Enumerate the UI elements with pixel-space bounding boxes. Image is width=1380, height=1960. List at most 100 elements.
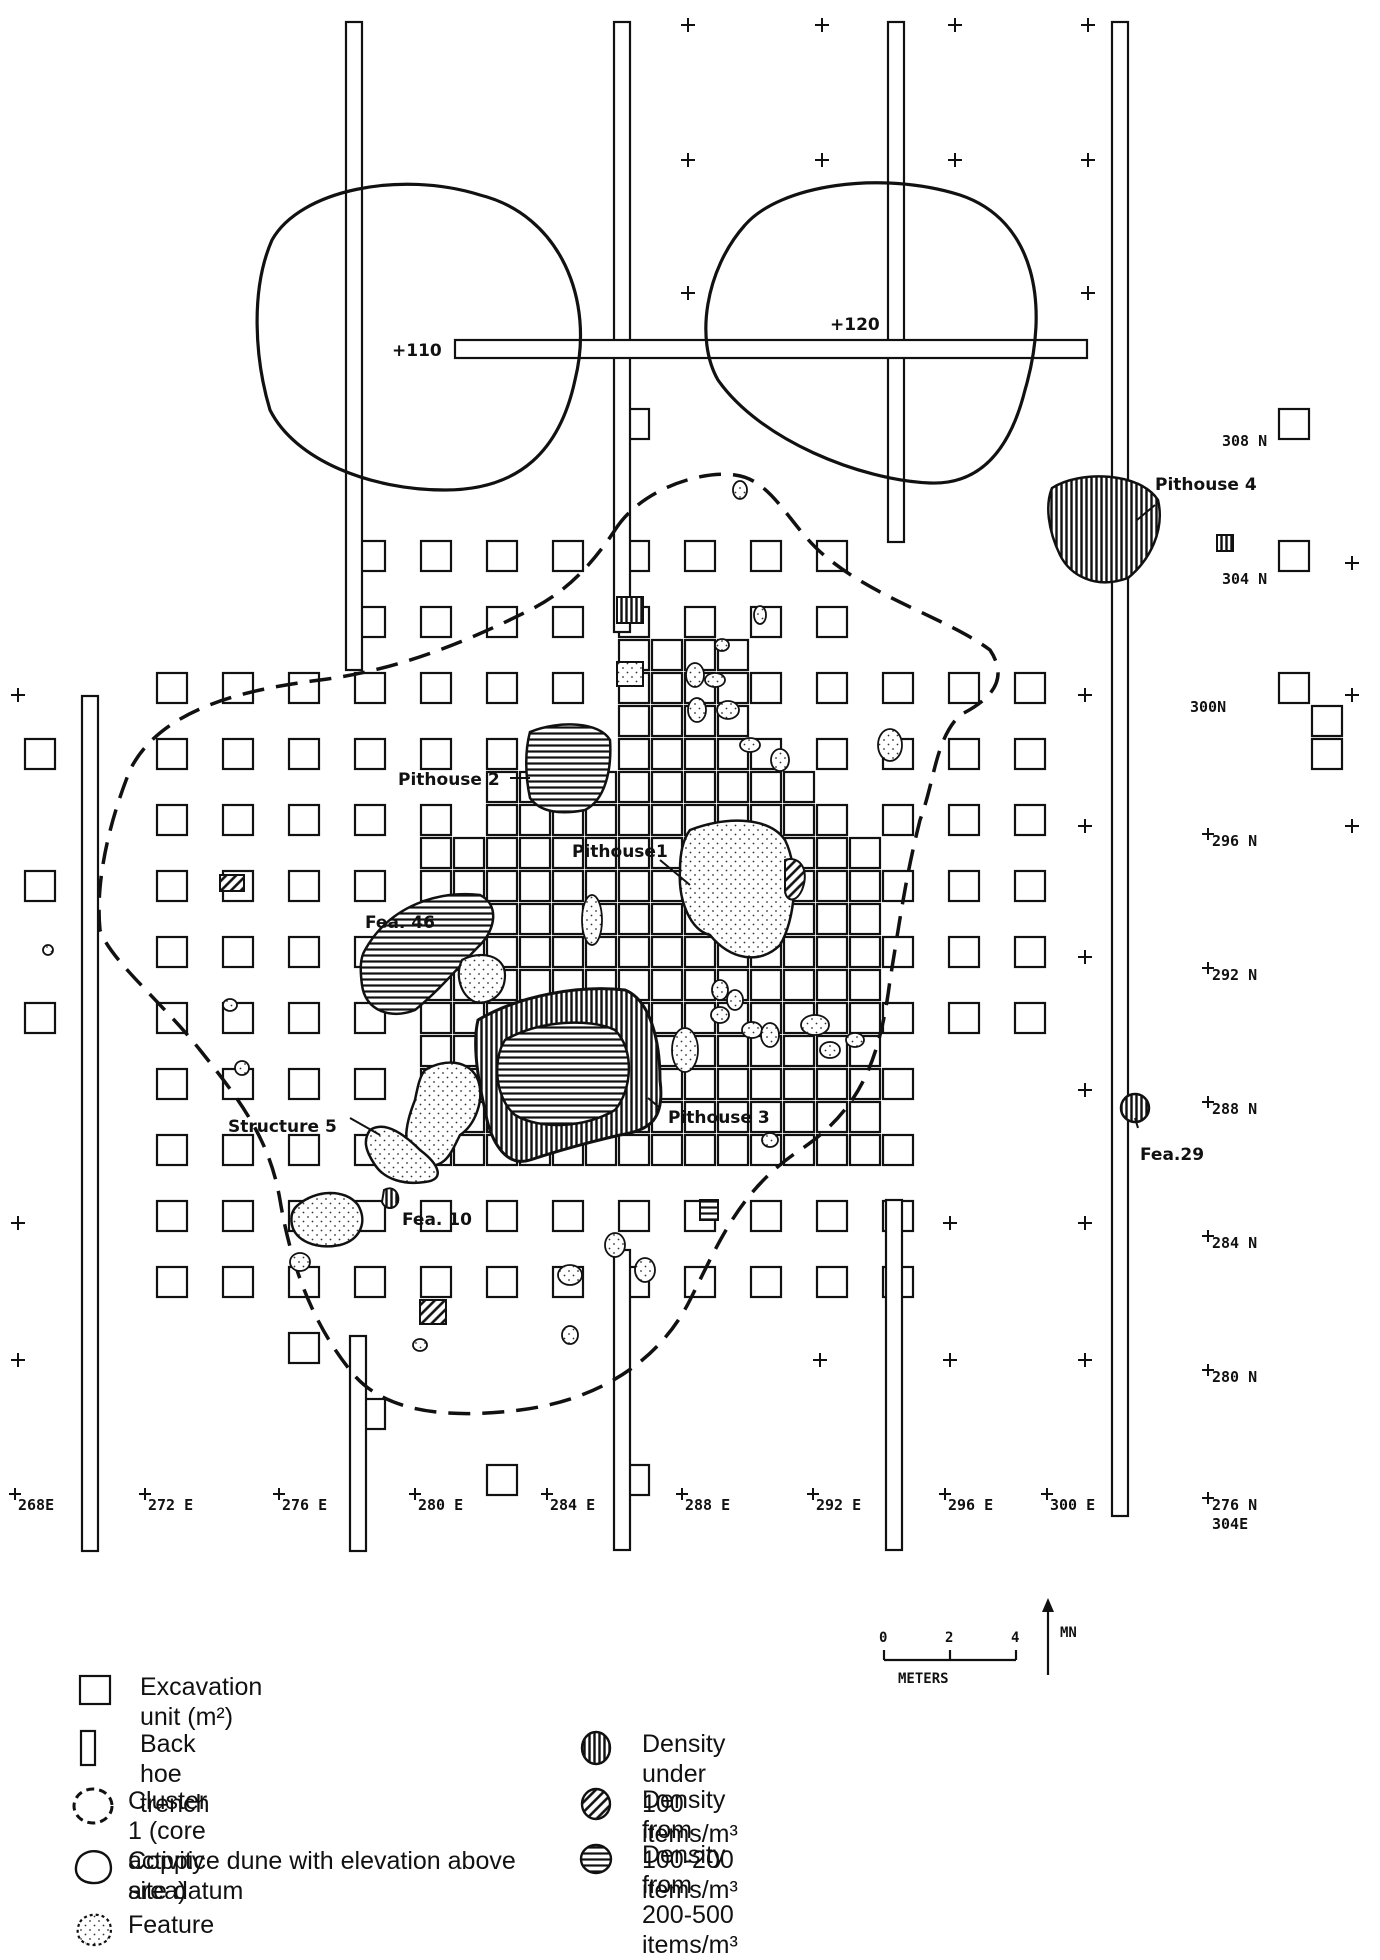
excavation-unit [815,836,849,870]
excavation-unit [683,770,717,804]
north-label: 292 N [1212,966,1257,984]
east-label: 284 E [550,1496,595,1514]
datum-cross [1081,18,1095,32]
vertical-hatch-icon [580,1730,612,1766]
excavation-unit [419,539,453,573]
excavation-unit [419,671,453,705]
north-label: 300N [1190,698,1226,716]
datum-cross [948,153,962,167]
datum-cross [681,153,695,167]
excavation-unit [881,935,915,969]
excavation-unit [617,1199,651,1233]
excavation-unit [155,869,189,903]
excavation-unit [419,1001,453,1035]
excavation-unit [947,737,981,771]
excavation-unit [749,1199,783,1233]
excavation-unit [815,1133,849,1167]
north-label: 308 N [1222,432,1267,450]
feature-29 [1119,1092,1151,1124]
excavation-unit [287,1133,321,1167]
excavation-unit [617,737,651,771]
excavation-unit [155,935,189,969]
east-label: 296 E [948,1496,993,1514]
excavation-unit [518,869,552,903]
excavation-unit [1013,803,1047,837]
excavation-unit [353,671,387,705]
excavation-unit [485,869,519,903]
excavation-unit [947,935,981,969]
excavation-unit [23,869,57,903]
excavation-unit [353,737,387,771]
horizontal-hatch-icon [579,1843,613,1875]
excavation-unit [221,671,255,705]
excavation-unit [155,1001,189,1035]
excavation-unit [617,803,651,837]
excavation-unit [1013,935,1047,969]
excavation-unit [221,935,255,969]
excavation-unit [650,638,684,672]
excavation-unit [716,638,750,672]
excavation-unit [815,869,849,903]
excavation-unit [815,902,849,936]
excavation-unit [683,539,717,573]
excavation-unit [782,770,816,804]
excavation-unit [1013,671,1047,705]
datum-cross [11,1216,25,1230]
excavation-unit [815,1265,849,1299]
label-fea-46: Fea. 46 [365,913,435,933]
east-label: 292 E [816,1496,861,1514]
excavation-unit [551,605,585,639]
density-squares [219,534,1234,1325]
excavation-unit [683,968,717,1002]
datum-cross [1345,819,1359,833]
excavation-unit [584,869,618,903]
label-pithouse-2: Pithouse 2 [398,770,500,790]
excavation-unit [683,605,717,639]
east-label: 300 E [1050,1496,1095,1514]
excavation-unit [782,1133,816,1167]
excavation-unit [881,671,915,705]
excavation-unit [518,902,552,936]
excavation-unit [848,902,882,936]
pithouse-3-core [495,1021,631,1127]
excavation-unit [23,737,57,771]
excavation-unit [650,968,684,1002]
datum-cross [1345,688,1359,702]
excavation-unit [782,968,816,1002]
excavation-unit [881,1133,915,1167]
stipple-icon [76,1913,112,1947]
datum-cross [815,18,829,32]
excavation-unit [155,737,189,771]
excavation-unit [221,1001,255,1035]
excavation-unit [716,1133,750,1167]
excavation-unit [848,1034,882,1068]
excavation-unit [815,605,849,639]
excavation-unit [848,1001,882,1035]
excavation-unit [155,671,189,705]
backhoe-trench [886,20,906,544]
north-label: 280 N [1212,1368,1257,1386]
excavation-unit [551,1199,585,1233]
excavation-unit [881,869,915,903]
excavation-unit [749,1265,783,1299]
excavation-unit [287,737,321,771]
excavation-unit [221,1265,255,1299]
excavation-unit [617,836,651,870]
excavation-unit [617,1133,651,1167]
north-arrow-icon [1042,1598,1054,1675]
excavation-unit [716,770,750,804]
structure-5 [405,1061,482,1168]
excavation-unit [353,869,387,903]
legend-item-cluster: Cluster 1 (core activity area) [64,1786,207,1906]
excavation-unit [749,1100,783,1134]
excavation-unit [1013,1001,1047,1035]
excavation-unit [782,1100,816,1134]
label-pithouse-1: Pithouse1 [572,842,668,862]
excavation-unit [815,1034,849,1068]
excavation-unit [716,1034,750,1068]
excavation-unit [155,1133,189,1167]
excavation-unit [683,935,717,969]
datum-cross [1078,950,1092,964]
dune-outline-icon [74,1850,113,1885]
excavation-unit [419,803,453,837]
